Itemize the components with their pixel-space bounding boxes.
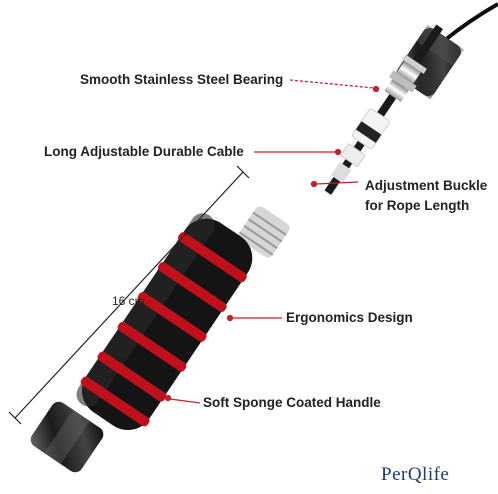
label-sponge: Soft Sponge Coated Handle: [203, 395, 381, 410]
rope-cable: [443, 2, 498, 42]
end-cap-bottom: [30, 401, 104, 473]
label-ergonomics: Ergonomics Design: [286, 310, 413, 325]
label-cable: Long Adjustable Durable Cable: [44, 144, 244, 159]
label-buckle-line2: for Rope Length: [365, 198, 470, 213]
leader-lines: [164, 79, 380, 404]
threaded-collar: [238, 206, 290, 258]
bearing-assembly: [384, 54, 427, 103]
adjustment-buckle: [330, 108, 390, 184]
brand-logo-text: PerQlife: [381, 464, 450, 485]
foam-handle: [76, 213, 253, 431]
label-buckle: Adjustment Buckle for Rope Length: [365, 176, 487, 216]
label-buckle-line1: Adjustment Buckle: [365, 178, 488, 193]
label-bearing: Smooth Stainless Steel Bearing: [80, 72, 284, 87]
dimension-line: [8, 165, 250, 425]
dimension-label: 16 cm: [112, 294, 145, 308]
